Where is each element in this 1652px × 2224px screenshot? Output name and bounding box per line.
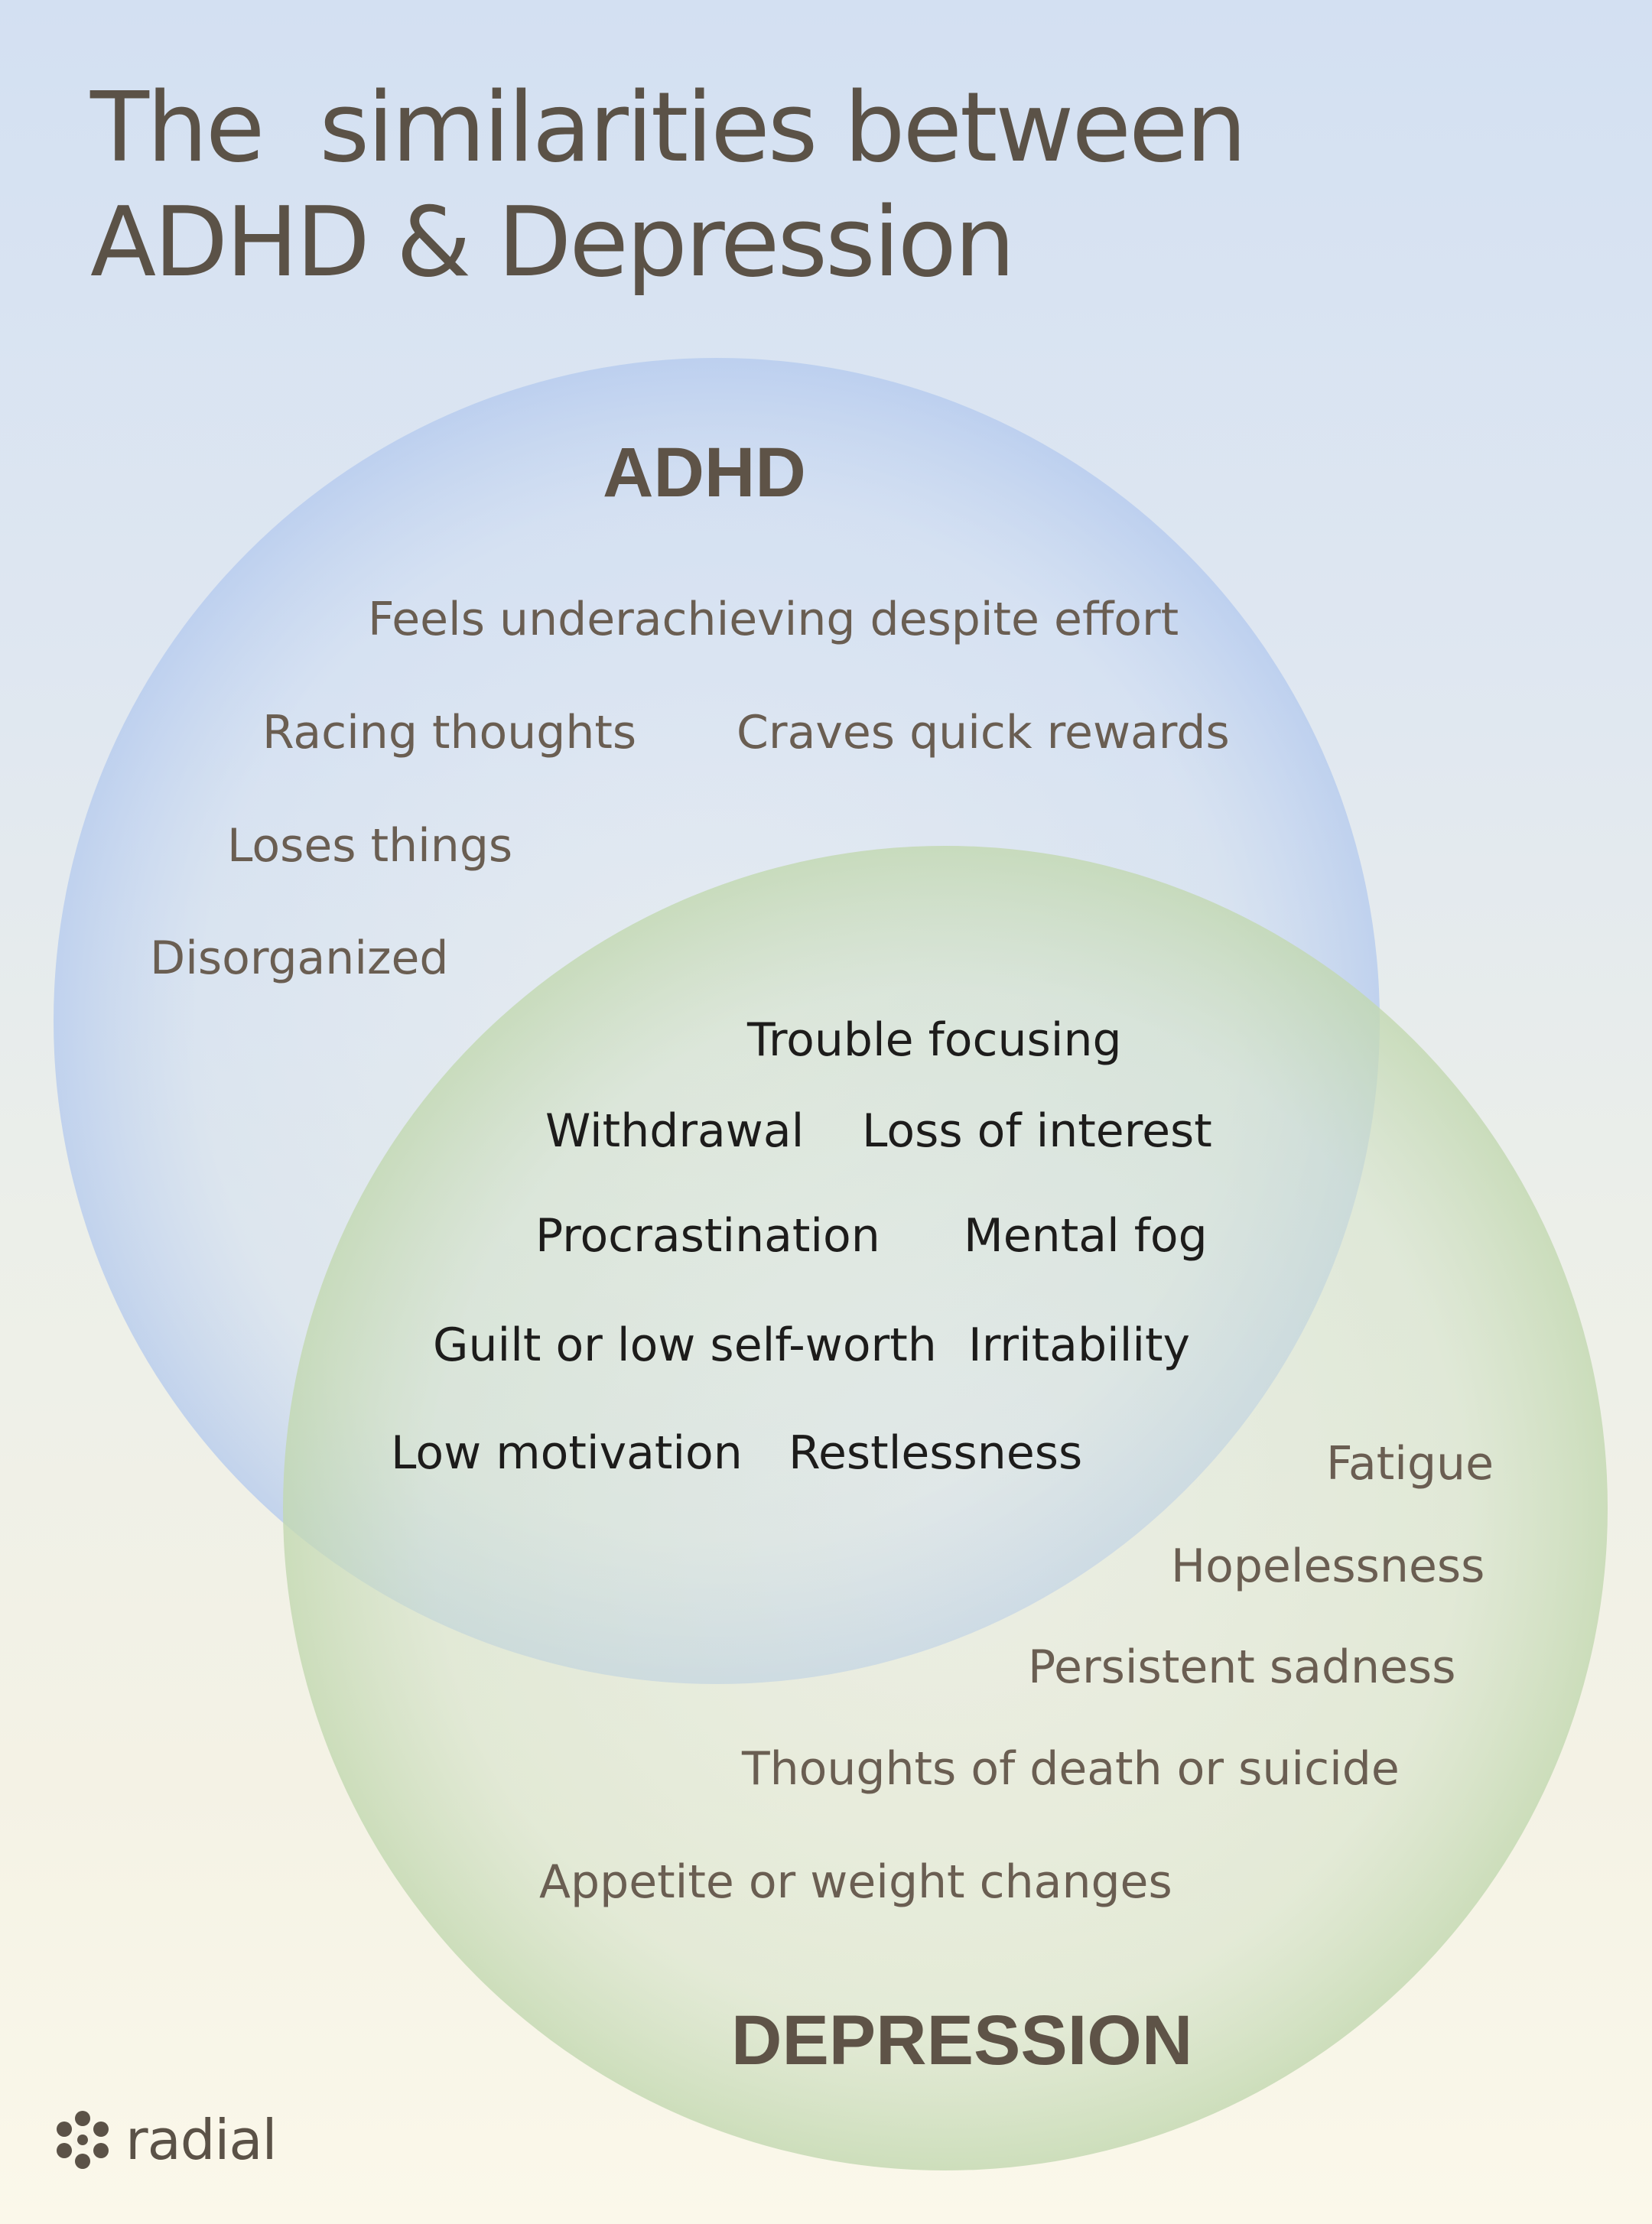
adhd-item: Loses things: [227, 819, 513, 873]
depression-item: Persistent sadness: [1028, 1640, 1456, 1694]
shared-item: Guilt or low self-worth: [433, 1318, 937, 1372]
depression-item: Hopelessness: [1171, 1540, 1485, 1593]
depression-item: Appetite or weight changes: [539, 1855, 1172, 1909]
title-line-2: ADHD & Depression: [90, 186, 1016, 298]
shared-item: Loss of interest: [862, 1104, 1212, 1158]
shared-item: Procrastination: [535, 1209, 880, 1263]
shared-item: Mental fog: [964, 1209, 1208, 1263]
adhd-item: Racing thoughts: [262, 706, 637, 759]
shared-item: Low motivation: [391, 1426, 743, 1480]
shared-item: Trouble focusing: [747, 1013, 1122, 1067]
adhd-item: Craves quick rewards: [737, 706, 1230, 759]
depression-item: Fatigue: [1326, 1437, 1494, 1491]
title-line-1: The similarities between: [90, 71, 1247, 184]
flower-logo-icon: [57, 2111, 109, 2169]
adhd-heading: ADHD: [603, 434, 806, 512]
page-title: The similarities between ADHD & Depressi…: [90, 70, 1247, 300]
brand-logo: radial: [50, 2108, 278, 2172]
brand-name: radial: [125, 2108, 278, 2172]
adhd-item: Disorganized: [150, 932, 449, 985]
shared-item: Withdrawal: [545, 1104, 805, 1158]
depression-circle: [283, 846, 1608, 2170]
depression-item: Thoughts of death or suicide: [742, 1742, 1400, 1796]
shared-item: Irritability: [968, 1318, 1191, 1372]
shared-item: Restlessness: [789, 1426, 1083, 1480]
adhd-item: Feels underachieving despite effort: [368, 593, 1179, 646]
depression-heading: DEPRESSION: [731, 2001, 1193, 2079]
